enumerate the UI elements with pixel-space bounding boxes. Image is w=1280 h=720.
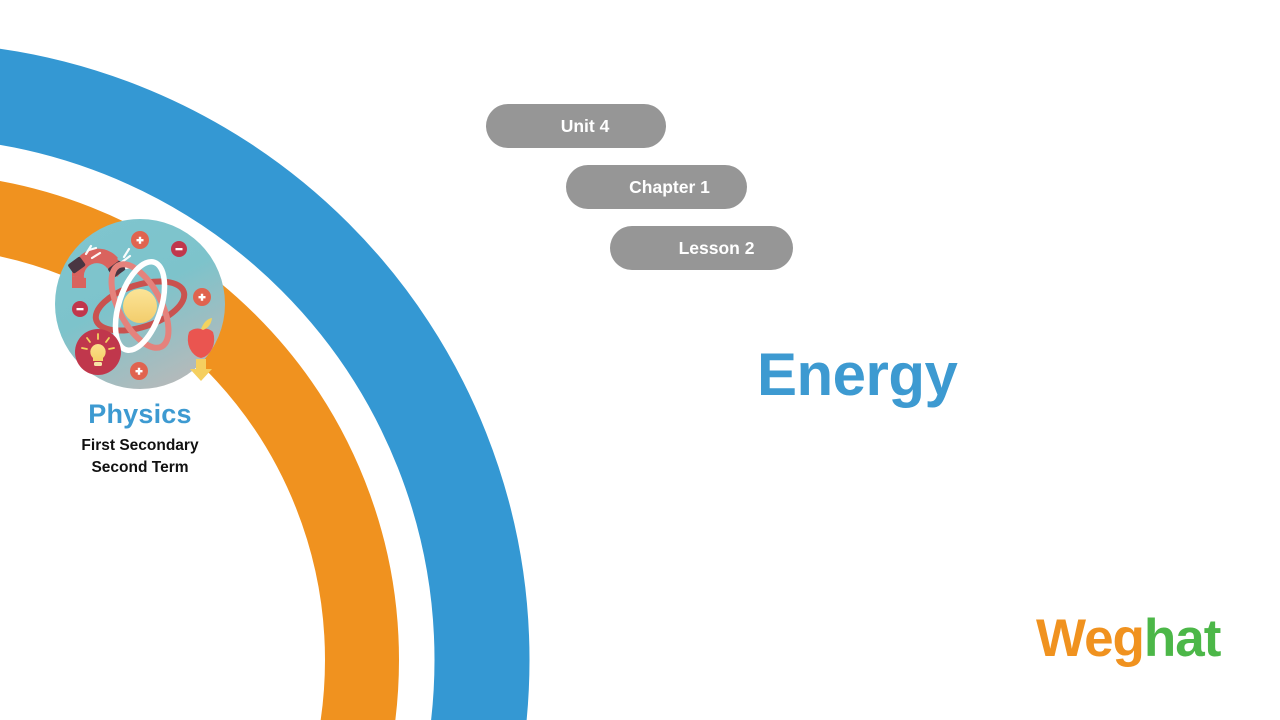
subject-logo-block: Physics First Secondary Second Term bbox=[24, 214, 256, 479]
unit-pill[interactable]: Unit 4 bbox=[486, 104, 666, 148]
weghat-logo-part-1: Weg bbox=[1036, 609, 1145, 668]
breadcrumb: Unit 4 Chapter 1 Lesson 2 bbox=[486, 104, 886, 270]
unit-pill-label: Unit 4 bbox=[560, 115, 610, 136]
grade-line-2: Second Term bbox=[91, 458, 189, 476]
minus-particle-icon bbox=[171, 241, 187, 257]
down-arrow-icon bbox=[190, 359, 212, 381]
plus-particle-icon bbox=[130, 362, 148, 380]
chapter-pill[interactable]: Chapter 1 bbox=[566, 165, 747, 209]
lightbulb-icon bbox=[75, 329, 121, 375]
weghat-logo-part-2: hat bbox=[1143, 609, 1221, 668]
subject-name: Physics bbox=[88, 399, 192, 429]
apple-icon bbox=[187, 318, 215, 358]
subject-grade: First Secondary Second Term bbox=[24, 435, 256, 479]
lesson-pill[interactable]: Lesson 2 bbox=[610, 226, 793, 270]
plus-particle-icon bbox=[193, 288, 211, 306]
page-title: Energy bbox=[757, 341, 958, 408]
lesson-pill-label: Lesson 2 bbox=[678, 237, 755, 258]
chapter-pill-label: Chapter 1 bbox=[629, 176, 710, 197]
atom-icon bbox=[92, 259, 188, 353]
minus-particle-icon bbox=[72, 301, 88, 317]
physics-illustration bbox=[55, 219, 225, 389]
plus-particle-icon bbox=[131, 231, 149, 249]
grade-line-1: First Secondary bbox=[81, 436, 199, 454]
weghat-logo: Weghat bbox=[1036, 609, 1221, 668]
